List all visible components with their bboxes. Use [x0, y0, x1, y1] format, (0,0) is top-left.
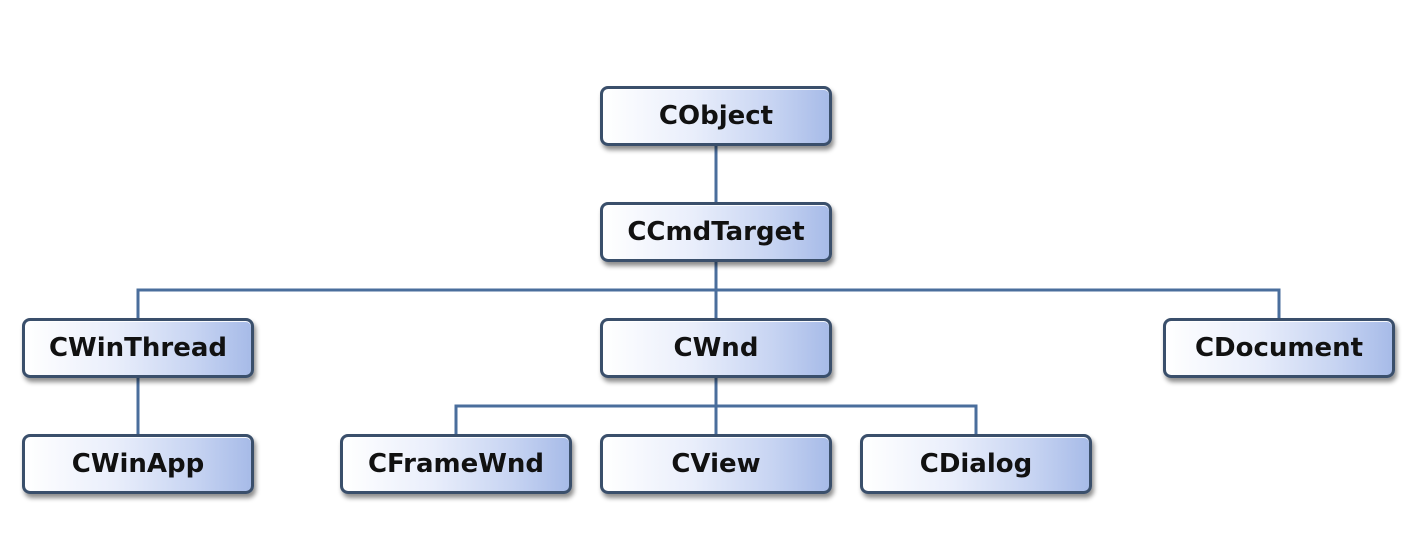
node-label-cdocument: CDocument: [1194, 333, 1364, 363]
node-cframewnd: CFrameWnd: [340, 434, 572, 494]
connector-cwnd-cdialog: [714, 378, 978, 434]
node-cobject: CObject: [600, 86, 832, 146]
node-label-cobject: CObject: [658, 101, 774, 131]
node-cwinthread: CWinThread: [22, 318, 254, 378]
node-cwnd: CWnd: [600, 318, 832, 378]
node-ccmdtarget: CCmdTarget: [600, 202, 832, 262]
node-label-ccmdtarget: CCmdTarget: [627, 217, 805, 247]
node-cwinapp: CWinApp: [22, 434, 254, 494]
node-label-cwinapp: CWinApp: [71, 449, 205, 479]
node-label-cwinthread: CWinThread: [48, 333, 228, 363]
node-cdocument: CDocument: [1163, 318, 1395, 378]
node-label-cframewnd: CFrameWnd: [367, 449, 545, 479]
node-cdialog: CDialog: [860, 434, 1092, 494]
connector-cwnd-cframewnd: [454, 378, 718, 434]
connector-ccmdtarget-cdocument: [714, 262, 1281, 318]
node-cview: CView: [600, 434, 832, 494]
connector-ccmdtarget-cwinthread: [136, 262, 718, 318]
node-label-cdialog: CDialog: [919, 449, 1033, 479]
node-label-cview: CView: [671, 449, 761, 479]
node-label-cwnd: CWnd: [673, 333, 759, 363]
